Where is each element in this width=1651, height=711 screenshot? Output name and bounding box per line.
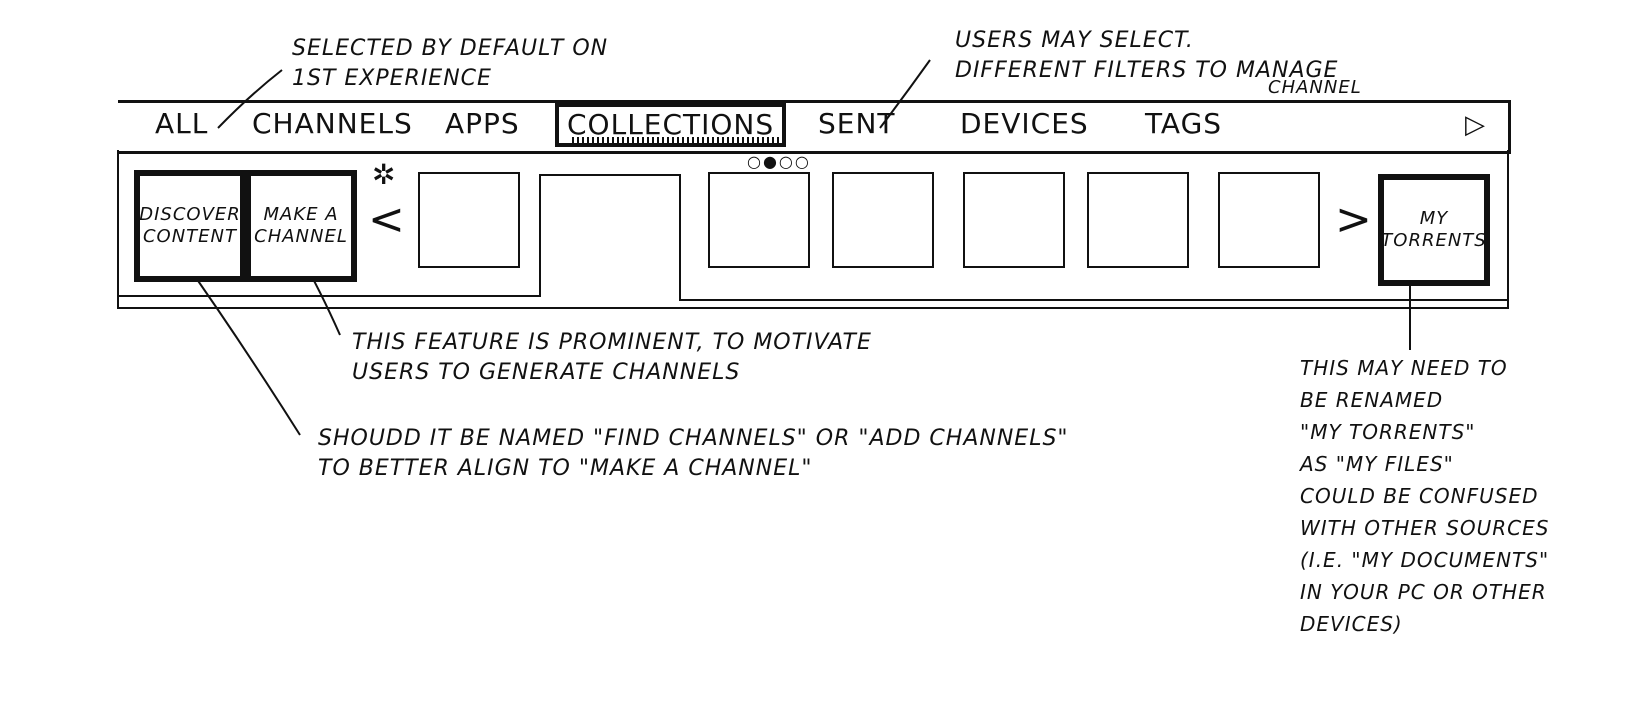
note-default-selected: SELECTED BY DEFAULT ON 1ST EXPERIENCE	[292, 36, 609, 91]
discover-content-button[interactable]: DISCOVER CONTENT	[134, 170, 246, 282]
note-rename-question: SHOUDD IT BE NAMED "FIND CHANNELS" OR "A…	[318, 426, 1069, 481]
tabs-next-arrow-icon[interactable]: ▷	[1465, 110, 1485, 140]
tab-apps[interactable]: APPS	[445, 107, 520, 140]
make-channel-button[interactable]: MAKE A CHANNEL	[245, 170, 357, 282]
my-torrents-button[interactable]: MY TORRENTS	[1378, 174, 1490, 286]
note-filters-channel: CHANNEL	[1268, 77, 1362, 98]
carousel-item[interactable]	[1218, 172, 1320, 268]
filter-tabs-bar	[118, 100, 1511, 154]
tab-tags[interactable]: TAGS	[1145, 107, 1223, 140]
tab-sent[interactable]: SENT	[818, 107, 896, 140]
carousel-next-arrow-icon[interactable]: >	[1335, 194, 1372, 245]
leader-line-filters	[879, 59, 931, 129]
carousel-item[interactable]	[418, 172, 520, 268]
note-filters: USERS MAY SELECT. DIFFERENT FILTERS TO M…	[955, 28, 1339, 83]
tab-collections[interactable]: COLLECTIONS	[555, 103, 787, 147]
content-strip-outline	[117, 150, 1509, 309]
carousel-prev-arrow-icon[interactable]: <	[368, 194, 405, 245]
note-prominent: THIS FEATURE IS PROMINENT, TO MOTIVATE U…	[352, 330, 872, 385]
asterisk-icon: ✲	[372, 158, 396, 191]
leader-line-default	[217, 69, 283, 129]
carousel-item[interactable]	[1087, 172, 1189, 268]
tab-all[interactable]: ALL	[155, 107, 209, 140]
tab-channels[interactable]: CHANNELS	[252, 107, 413, 140]
carousel-item[interactable]	[832, 172, 934, 268]
tab-devices[interactable]: DEVICES	[960, 107, 1089, 140]
leader-line-discover	[179, 254, 301, 436]
carousel-item[interactable]	[963, 172, 1065, 268]
pagination-dots[interactable]: ○●○○	[747, 152, 811, 171]
carousel-item[interactable]	[708, 172, 810, 268]
note-my-torrents-rename: THIS MAY NEED TO BE RENAMED "MY TORRENTS…	[1300, 356, 1550, 636]
